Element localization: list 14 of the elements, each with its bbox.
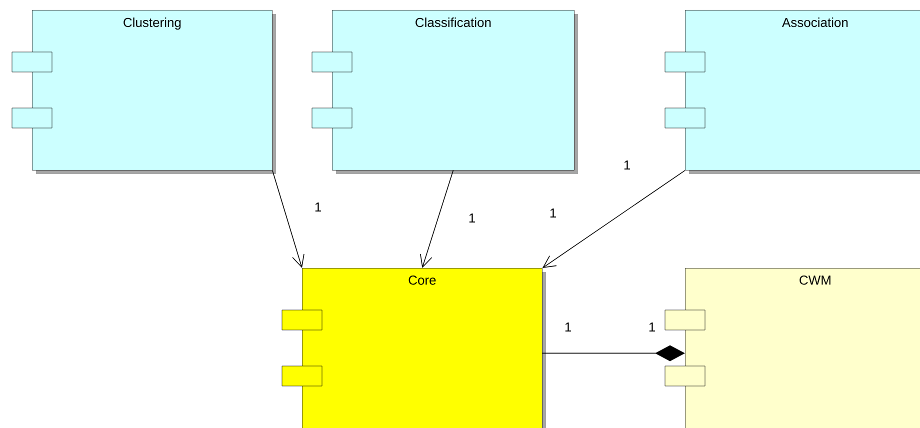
multiplicity-label: 1 [624,160,630,170]
multiplicity-label: 1 [315,202,321,212]
component-box: Association [664,10,920,174]
multiplicity-label: 1 [469,214,475,222]
component-box: Classification [312,10,578,174]
multiplicity-label: 1 [565,322,571,332]
arrow [272,170,304,268]
arrow [542,170,686,268]
component-box: CWM [664,268,920,428]
multiplicity-label: 1 [649,322,655,332]
component-box: Core [282,268,546,428]
arrow [420,170,454,268]
component-box: Clustering [12,10,276,174]
multiplicity-label: 1 [550,208,556,218]
